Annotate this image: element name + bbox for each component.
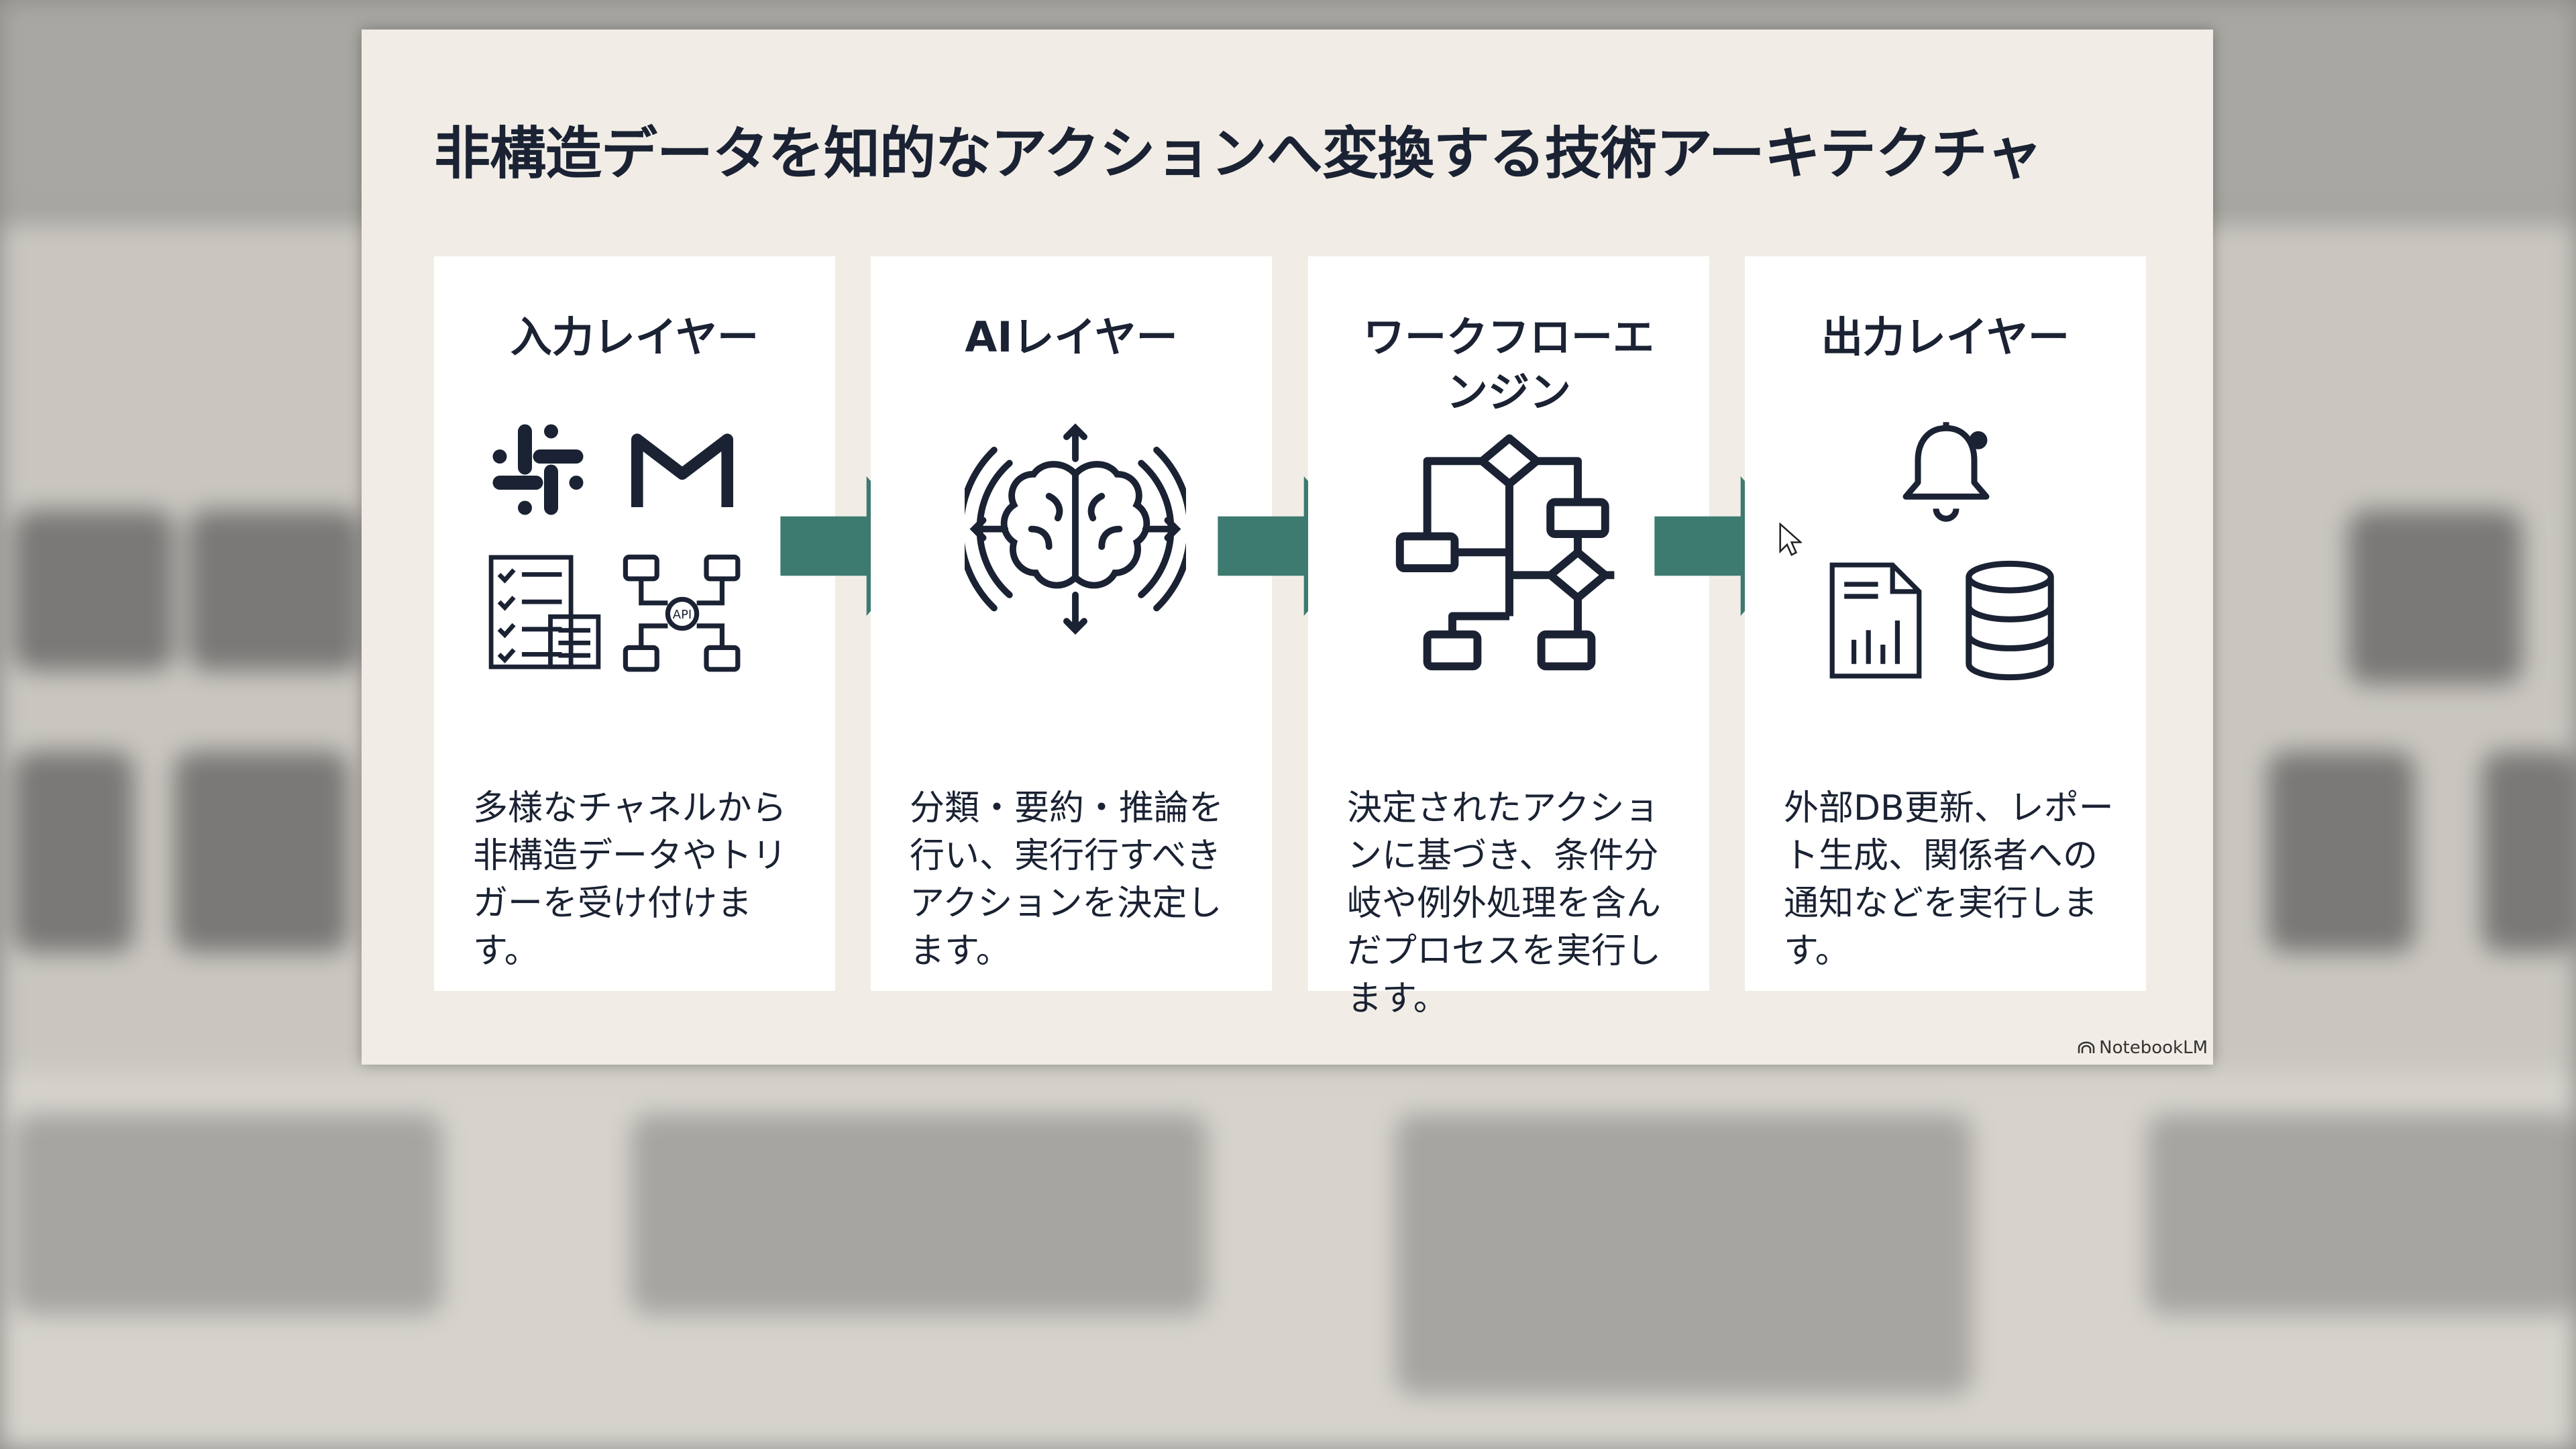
bell-icon (1902, 422, 1990, 522)
input-layer-card: 入力レイヤー API 多様なチャネルから非構造データやトリガーを受け付けます。 (434, 256, 835, 991)
report-icon (1829, 562, 1922, 679)
input-icons: API (488, 419, 783, 688)
card-heading: ワークフローエンジン (1362, 313, 1654, 417)
card-description: 多様なチャネルから非構造データやトリガーを受け付けます。 (473, 788, 788, 971)
flowchart-icon (1395, 434, 1615, 671)
output-layer-card: 出力レイヤー 外部DB更新、レポート生成、関係者への通知などを実行します。 (1745, 256, 2146, 991)
notebooklm-logo-icon (2078, 1041, 2095, 1053)
card-description: 外部DB更新、レポート生成、関係者への通知などを実行します。 (1784, 788, 2114, 971)
watermark-text: NotebookLM (2099, 1038, 2208, 1058)
card-description: 分類・要約・推論を行い、実行行すべきアクションを決定します。 (910, 788, 1224, 971)
notebooklm-watermark: NotebookLM (2078, 1038, 2208, 1058)
ai-layer-card: AIレイヤー 分類・要約・推論を行い、実行行すべきアクションを決定します。 (871, 256, 1272, 991)
gmail-icon (631, 433, 733, 507)
slack-icon (492, 424, 584, 515)
ai-icons (924, 419, 1220, 688)
output-icons (1799, 419, 2094, 688)
card-heading: 出力レイヤー (1821, 313, 2070, 362)
database-icon (1966, 560, 2054, 681)
slide-title: 非構造データを知的なアクションへ変換する技術アーキテクチャ (434, 121, 2043, 186)
brain-icon (965, 423, 1186, 635)
mouse-cursor-icon (1779, 523, 1802, 556)
api-network-icon: API (623, 554, 741, 672)
checklist-form-icon (488, 555, 601, 669)
card-heading: 入力レイヤー (510, 313, 759, 362)
workflow-engine-card: ワークフローエンジン 決定されたアクションに基づき、条件分岐や例外処理を含んだプ… (1308, 256, 1709, 1019)
slide: 非構造データを知的なアクションへ変換する技術アーキテクチャ 入力レイヤー API… (362, 30, 2213, 1065)
workflow-icons (1362, 419, 1657, 688)
svg-text:API: API (673, 608, 692, 622)
card-description: 決定されたアクションに基づき、条件分岐や例外処理を含んだプロセスを実行します。 (1347, 788, 1662, 1019)
card-heading: AIレイヤー (965, 313, 1178, 362)
